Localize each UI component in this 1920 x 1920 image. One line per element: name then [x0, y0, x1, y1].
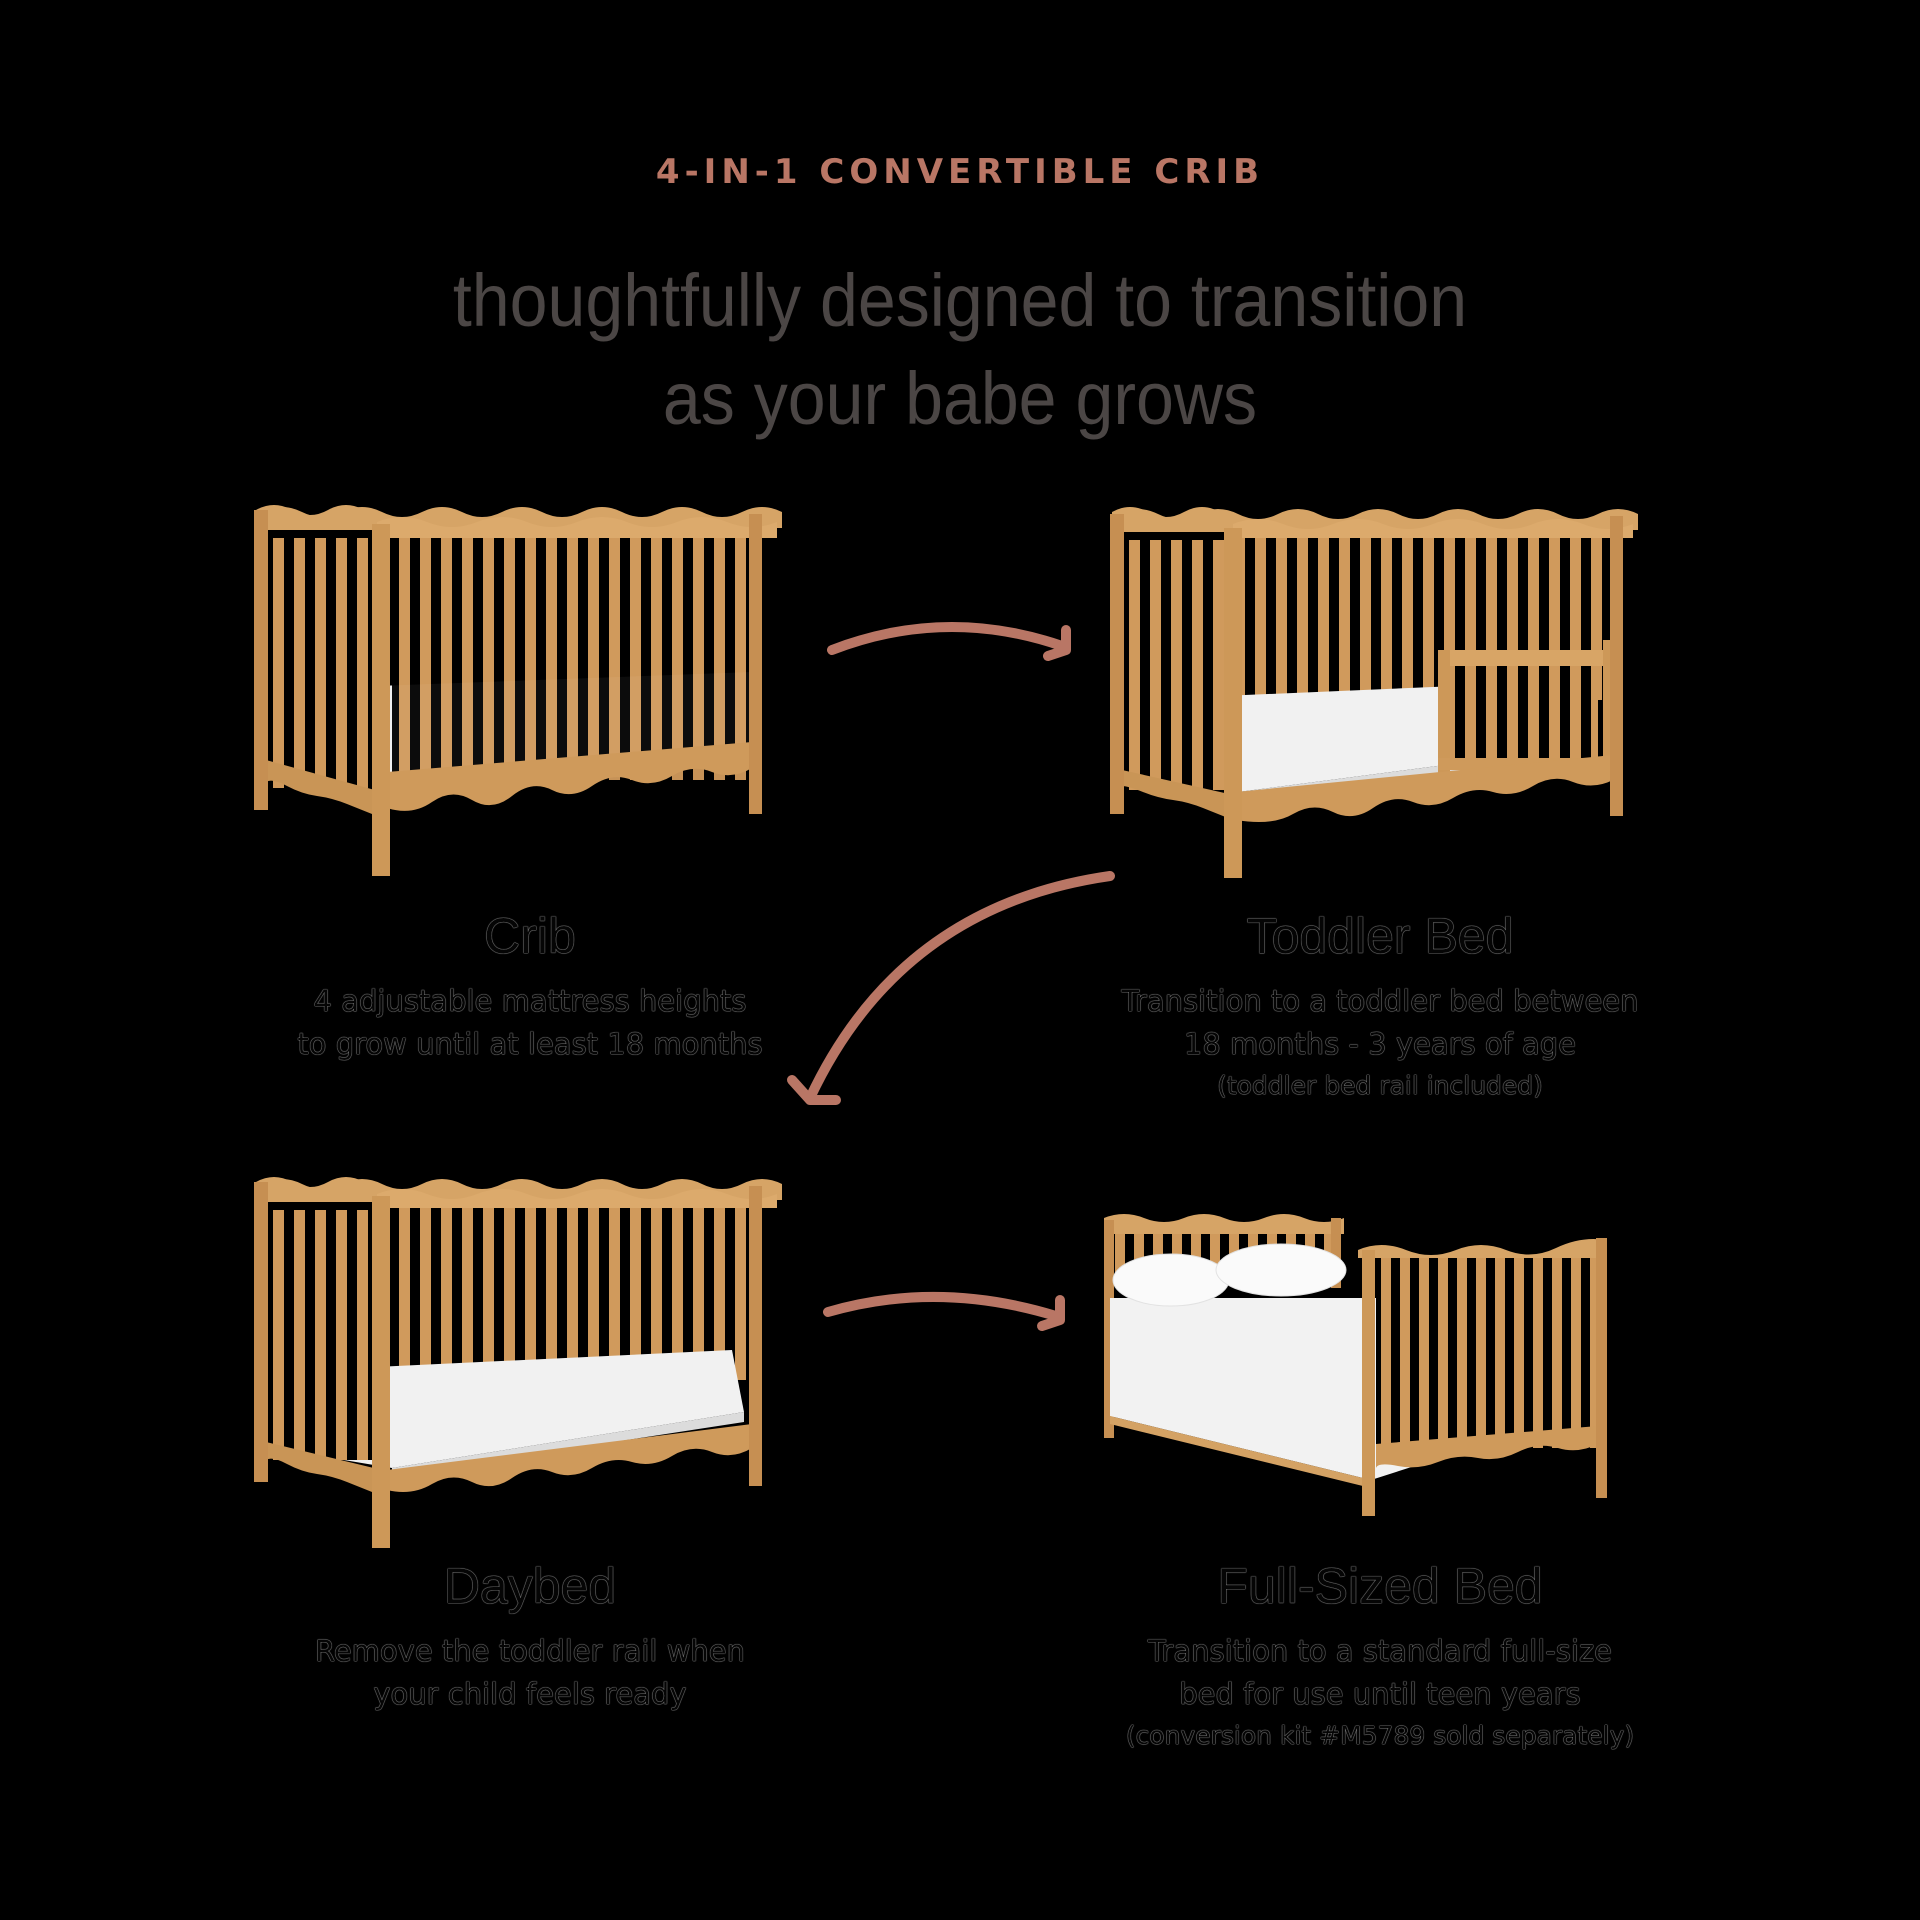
stage-toddler-bed: Toddler Bed Transition to a toddler bed …: [1050, 906, 1710, 1106]
curved-arrow-right-icon: [827, 622, 1071, 661]
stage-title: Toddler Bed: [1246, 908, 1514, 964]
stage-crib: Crib 4 adjustable mattress heights to gr…: [220, 906, 840, 1066]
stage-title: Crib: [484, 908, 576, 964]
stage-note: (conversion kit #M5789 sold separately): [1125, 1721, 1635, 1750]
crib-image: [254, 505, 782, 876]
stage-desc-line: 4 adjustable mattress heights: [313, 984, 747, 1018]
page-headline: thoughtfully designed to transition as y…: [77, 252, 1843, 448]
toddler-bed-image: [1110, 507, 1638, 878]
stage-desc-line: Remove the toddler rail when: [314, 1634, 746, 1668]
curved-arrow-down-left-icon: [787, 871, 1115, 1105]
stage-desc-line: 18 months - 3 years of age: [1183, 1027, 1577, 1061]
stage-daybed: Daybed Remove the toddler rail when your…: [220, 1556, 840, 1716]
daybed-image: [254, 1177, 782, 1548]
stage-title: Daybed: [443, 1558, 617, 1614]
stage-full-sized-bed: Full-Sized Bed Transition to a standard …: [1050, 1556, 1710, 1756]
stage-desc-line: bed for use until teen years: [1179, 1677, 1581, 1711]
eyebrow-label: 4-IN-1 CONVERTIBLE CRIB: [655, 152, 1265, 192]
stage-desc-line: Transition to a toddler bed between: [1121, 984, 1639, 1018]
headline-line-2: as your babe grows: [662, 357, 1258, 440]
stage-desc-line: your child feels ready: [373, 1677, 687, 1711]
headline-line-1: thoughtfully designed to transition: [452, 259, 1468, 342]
curved-arrow-right-icon: [823, 1292, 1065, 1331]
stage-desc-line: Transition to a standard full-size: [1147, 1634, 1613, 1668]
stage-desc-line: to grow until at least 18 months: [297, 1027, 763, 1061]
stage-title: Full-Sized Bed: [1217, 1558, 1543, 1614]
stage-note: (toddler bed rail included): [1217, 1071, 1543, 1100]
full-sized-bed-image: [1104, 1214, 1607, 1516]
